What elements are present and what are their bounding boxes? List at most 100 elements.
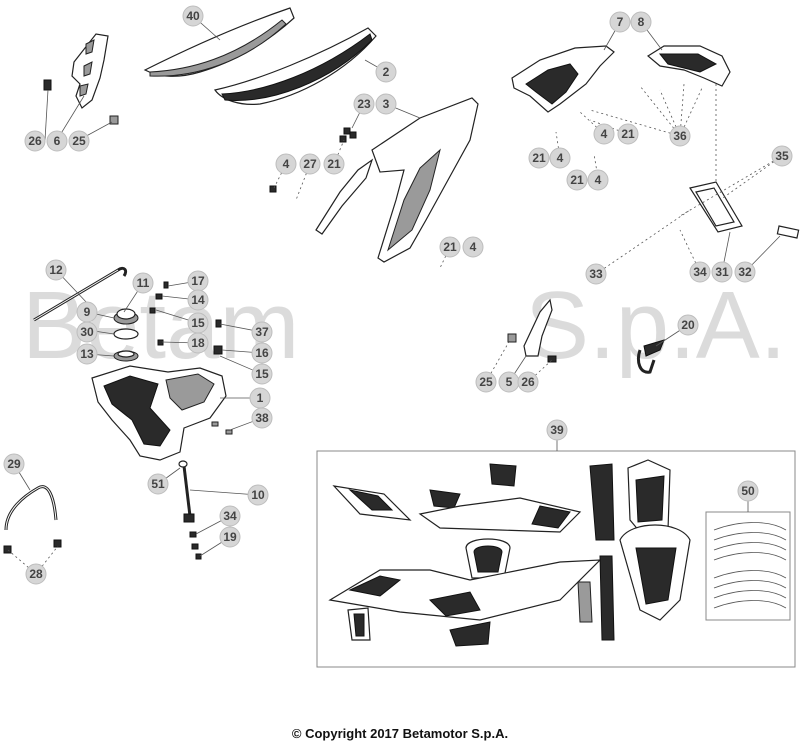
- callout-23: 23: [353, 93, 375, 115]
- svg-text:7: 7: [617, 15, 624, 29]
- callout-9: 9: [76, 301, 98, 323]
- callout-4d: 4: [549, 147, 571, 169]
- svg-text:21: 21: [327, 157, 341, 171]
- callout-21c: 21: [617, 123, 639, 145]
- callout-19: 19: [219, 526, 241, 548]
- svg-text:50: 50: [741, 484, 755, 498]
- callout-51: 51: [147, 473, 169, 495]
- svg-text:4: 4: [595, 173, 602, 187]
- svg-text:37: 37: [255, 325, 269, 339]
- copyright-notice: © Copyright 2017 Betamotor S.p.A.: [291, 726, 509, 741]
- svg-text:21: 21: [570, 173, 584, 187]
- callout-33: 33: [585, 263, 607, 285]
- callout-26b: 26: [517, 371, 539, 393]
- svg-text:35: 35: [775, 149, 789, 163]
- callout-18: 18: [187, 332, 209, 354]
- svg-text:4: 4: [283, 157, 290, 171]
- rim-stickers-part-50: [713, 522, 787, 609]
- svg-text:1: 1: [257, 391, 264, 405]
- svg-text:12: 12: [49, 263, 63, 277]
- bracket-part-6: [43, 33, 119, 125]
- callout-39: 39: [546, 419, 568, 441]
- callout-4e: 4: [587, 169, 609, 191]
- svg-text:10: 10: [251, 488, 265, 502]
- svg-text:29: 29: [7, 457, 21, 471]
- svg-text:2: 2: [383, 65, 390, 79]
- svg-text:18: 18: [191, 336, 205, 350]
- callout-34a: 34: [689, 261, 711, 283]
- callout-15a: 15: [187, 312, 209, 334]
- callout-26a: 26: [24, 130, 46, 152]
- svg-text:3: 3: [383, 97, 390, 111]
- callout-15b: 15: [251, 363, 273, 385]
- callout-7: 7: [609, 11, 631, 33]
- callout-17: 17: [187, 270, 209, 292]
- svg-text:13: 13: [80, 347, 94, 361]
- svg-text:17: 17: [191, 274, 205, 288]
- callout-16: 16: [251, 342, 273, 364]
- watermark-right: S.p.A.: [525, 272, 786, 379]
- breather-hose-part-12: [33, 266, 128, 322]
- callout-21d: 21: [528, 147, 550, 169]
- callout-25b: 25: [475, 371, 497, 393]
- svg-text:39: 39: [550, 423, 564, 437]
- bracket-part-5: [507, 298, 557, 363]
- callout-50: 50: [737, 480, 759, 502]
- callout-3: 3: [375, 93, 397, 115]
- callout-29: 29: [3, 453, 25, 475]
- callout-8: 8: [630, 11, 652, 33]
- callout-25a: 25: [68, 130, 90, 152]
- callout-28: 28: [25, 563, 47, 585]
- callout-4c: 4: [593, 123, 615, 145]
- number-plate-part-31: [689, 181, 800, 239]
- svg-text:6: 6: [54, 134, 61, 148]
- svg-text:30: 30: [80, 325, 94, 339]
- decal-kit-frame: [316, 450, 796, 668]
- svg-text:26: 26: [28, 134, 42, 148]
- callout-21a: 21: [323, 153, 345, 175]
- callout-32: 32: [734, 261, 756, 283]
- svg-text:11: 11: [137, 276, 150, 290]
- svg-text:19: 19: [223, 530, 237, 544]
- hose-part-29: [3, 485, 62, 554]
- callout-5: 5: [498, 371, 520, 393]
- svg-text:40: 40: [186, 9, 200, 23]
- svg-text:16: 16: [255, 346, 269, 360]
- tail-light-part-8: [646, 45, 731, 87]
- svg-text:14: 14: [191, 293, 205, 307]
- fuel-tank-part-1: [91, 281, 233, 461]
- callout-4b: 4: [462, 236, 484, 258]
- svg-text:36: 36: [673, 129, 687, 143]
- svg-text:4: 4: [601, 127, 608, 141]
- callout-30: 30: [76, 321, 98, 343]
- svg-text:4: 4: [557, 151, 564, 165]
- svg-text:20: 20: [681, 318, 695, 332]
- svg-text:27: 27: [303, 157, 317, 171]
- svg-text:21: 21: [443, 240, 457, 254]
- decal-kit-part-39: [328, 459, 691, 647]
- seat-part-2: [213, 27, 377, 105]
- callout-35: 35: [771, 145, 793, 167]
- svg-text:34: 34: [223, 509, 237, 523]
- svg-text:38: 38: [255, 411, 269, 425]
- callout-1: 1: [249, 387, 271, 409]
- svg-text:28: 28: [29, 567, 43, 581]
- svg-text:31: 31: [715, 265, 729, 279]
- callout-21b: 21: [439, 236, 461, 258]
- callout-6: 6: [46, 130, 68, 152]
- seat-cover-part-40: [143, 7, 295, 77]
- svg-text:15: 15: [191, 316, 205, 330]
- callout-12: 12: [45, 259, 67, 281]
- svg-text:8: 8: [638, 15, 645, 29]
- callout-4a: 4: [275, 153, 297, 175]
- fuel-cap-group: [113, 308, 139, 362]
- svg-text:4: 4: [470, 240, 477, 254]
- callout-21e: 21: [566, 169, 588, 191]
- svg-text:5: 5: [506, 375, 513, 389]
- callout-37: 37: [251, 321, 273, 343]
- fuel-tap-part-10: [178, 460, 202, 560]
- callout-38: 38: [251, 407, 273, 429]
- callout-14: 14: [187, 289, 209, 311]
- side-panel-part-3: [269, 97, 479, 263]
